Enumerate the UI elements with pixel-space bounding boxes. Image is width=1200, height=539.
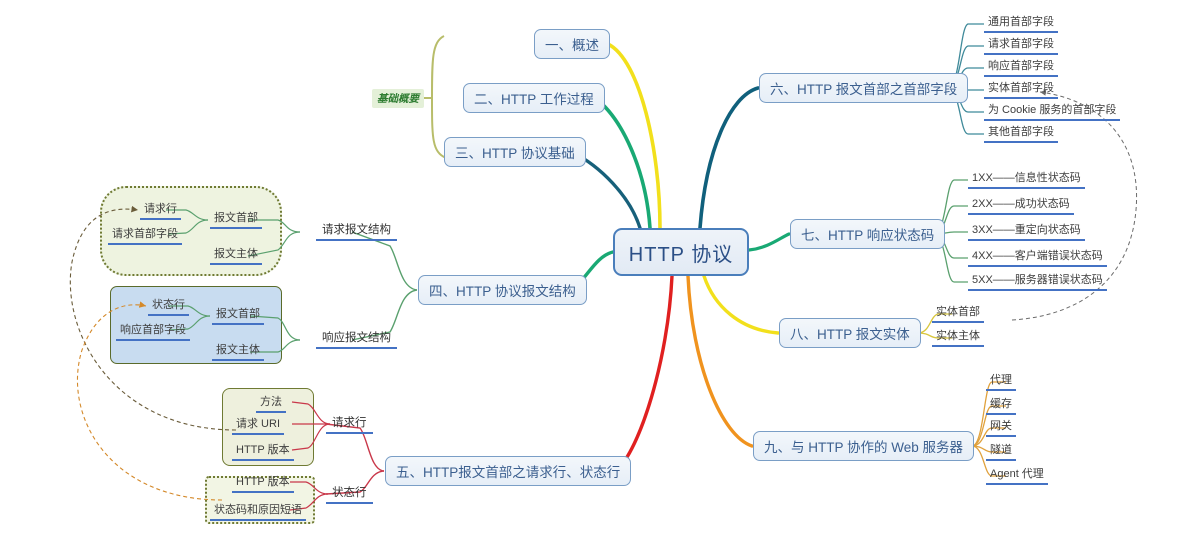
sub-label-status-line[interactable]: 状态行 xyxy=(326,486,373,504)
leaf-request-header-field-b6[interactable]: 请求首部字段 xyxy=(984,37,1058,55)
sub-label-request-line[interactable]: 请求行 xyxy=(326,416,373,434)
leaf-other-header-field[interactable]: 其他首部字段 xyxy=(984,125,1058,143)
leaf-method[interactable]: 方法 xyxy=(256,395,286,413)
leaf-message-header-request[interactable]: 报文首部 xyxy=(210,211,262,229)
leaf-status-code-phrase[interactable]: 状态码和原因短语 xyxy=(210,503,306,521)
sub-label-request-message-structure[interactable]: 请求报文结构 xyxy=(316,223,397,241)
leaf-message-header-response[interactable]: 报文首部 xyxy=(212,307,264,325)
leaf-http-version-status[interactable]: HTTP 版本 xyxy=(232,475,294,493)
branch-node-3[interactable]: 三、HTTP 协议基础 xyxy=(444,137,586,167)
leaf-entity-header[interactable]: 实体首部 xyxy=(932,305,984,323)
root-node[interactable]: HTTP 协议 xyxy=(613,228,749,276)
branch-node-6[interactable]: 六、HTTP 报文首部之首部字段 xyxy=(759,73,969,103)
leaf-status-4xx[interactable]: 4XX——客户端错误状态码 xyxy=(968,249,1107,267)
leaf-cache[interactable]: 缓存 xyxy=(986,397,1016,415)
branch-node-9[interactable]: 九、与 HTTP 协作的 Web 服务器 xyxy=(753,431,975,461)
branch-node-8[interactable]: 八、HTTP 报文实体 xyxy=(779,318,921,348)
branch-node-5[interactable]: 五、HTTP报文首部之请求行、状态行 xyxy=(385,456,632,486)
leaf-request-uri[interactable]: 请求 URI xyxy=(232,417,284,435)
leaf-response-header-field-b6[interactable]: 响应首部字段 xyxy=(984,59,1058,77)
branch-node-1[interactable]: 一、概述 xyxy=(534,29,610,59)
leaf-status-5xx[interactable]: 5XX——服务器错误状态码 xyxy=(968,273,1107,291)
leaf-message-body-response[interactable]: 报文主体 xyxy=(212,343,264,361)
leaf-request-header-field[interactable]: 请求首部字段 xyxy=(108,227,182,245)
leaf-status-3xx[interactable]: 3XX——重定向状态码 xyxy=(968,223,1085,241)
leaf-gateway[interactable]: 网关 xyxy=(986,419,1016,437)
group-label-basics: 基础概要 xyxy=(372,89,424,108)
leaf-entity-header-field[interactable]: 实体首部字段 xyxy=(984,81,1058,99)
branch-node-4[interactable]: 四、HTTP 协议报文结构 xyxy=(418,275,587,305)
leaf-general-header-field[interactable]: 通用首部字段 xyxy=(984,15,1058,33)
leaf-status-1xx[interactable]: 1XX——信息性状态码 xyxy=(968,171,1085,189)
branch-node-2[interactable]: 二、HTTP 工作过程 xyxy=(463,83,605,113)
leaf-message-body-request[interactable]: 报文主体 xyxy=(210,247,262,265)
branch-node-7[interactable]: 七、HTTP 响应状态码 xyxy=(790,219,946,249)
leaf-tunnel[interactable]: 隧道 xyxy=(986,443,1016,461)
leaf-entity-body[interactable]: 实体主体 xyxy=(932,329,984,347)
leaf-status-line[interactable]: 状态行 xyxy=(148,298,189,316)
leaf-request-line[interactable]: 请求行 xyxy=(140,202,181,220)
leaf-status-2xx[interactable]: 2XX——成功状态码 xyxy=(968,197,1074,215)
leaf-response-header-field[interactable]: 响应首部字段 xyxy=(116,323,190,341)
leaf-proxy[interactable]: 代理 xyxy=(986,373,1016,391)
sub-label-response-message-structure[interactable]: 响应报文结构 xyxy=(316,331,397,349)
leaf-cookie-header-field[interactable]: 为 Cookie 服务的首部字段 xyxy=(984,103,1121,121)
leaf-http-version-request[interactable]: HTTP 版本 xyxy=(232,443,294,461)
leaf-agent-proxy[interactable]: Agent 代理 xyxy=(986,467,1048,485)
